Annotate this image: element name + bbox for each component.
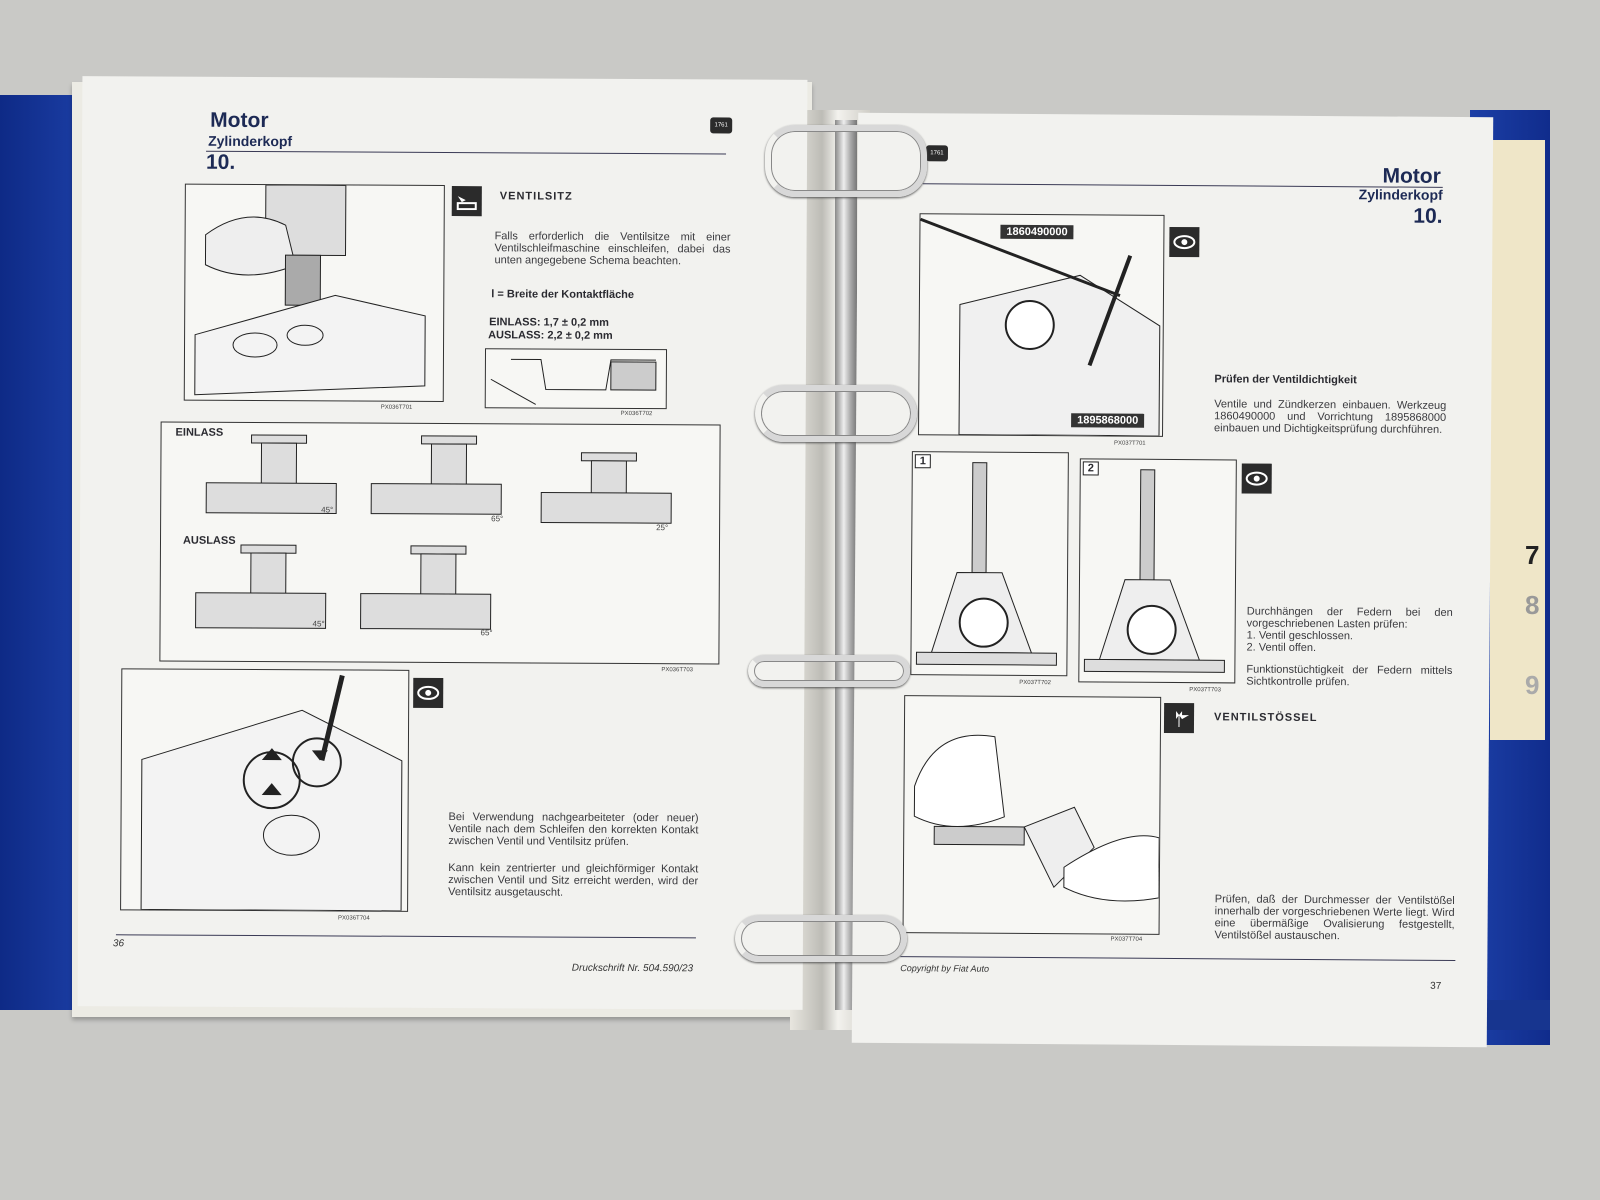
section-heading-ventilstoessel: VENTILSTÖSSEL xyxy=(1214,711,1318,725)
binder-ring xyxy=(735,915,907,962)
einlass-spec: EINLASS: 1,7 ± 0,2 mm xyxy=(489,316,609,329)
figure-valve-seat-grinding xyxy=(183,183,445,403)
binder-ring xyxy=(748,655,910,687)
right-page: 1761 Motor Zylinderkopf 10. 1860490000 1… xyxy=(851,112,1494,1048)
header-rule xyxy=(206,150,727,155)
figure-code: PX036T704 xyxy=(338,915,370,922)
figure-number: 2 xyxy=(1082,461,1099,476)
chapter-number: 10. xyxy=(205,150,236,174)
spring-test-text: Durchhängen der Federn bei den vorgeschr… xyxy=(1246,605,1453,631)
engine-badge-icon: 1761 xyxy=(710,117,733,134)
spring-test-item: 1. Ventil geschlossen. xyxy=(1246,629,1354,643)
inspection-text: Bei Verwendung nachgearbeiteter (oder ne… xyxy=(448,811,699,848)
angle-label: 65° xyxy=(480,628,493,638)
grinder-illustration xyxy=(194,184,426,396)
figure-grinding-angles: EINLASS AUSLASS 45° 65° 25° 45° 65° xyxy=(159,421,721,665)
footer-rule xyxy=(900,956,1456,961)
figure-spring-test-closed: 1 xyxy=(910,451,1069,677)
eye-inspection-icon xyxy=(1169,226,1200,258)
angle-label: 45° xyxy=(321,505,334,515)
page-number: 37 xyxy=(1430,980,1442,992)
figure-code: PX037T702 xyxy=(1019,679,1052,687)
figure-number: 1 xyxy=(914,454,931,469)
figure-code: PX036T702 xyxy=(620,410,653,418)
spring-visual-check-text: Funktionstüchtigkeit der Federn mittels … xyxy=(1246,663,1453,689)
leak-test-heading: Prüfen der Ventildichtigkeit xyxy=(1214,373,1357,387)
figure-code: PX037T703 xyxy=(1189,687,1221,694)
figure-code: PX037T704 xyxy=(1110,936,1143,943)
angle-label: 25° xyxy=(656,523,669,533)
copyright: Copyright by Fiat Auto xyxy=(900,963,990,974)
divider-tabs xyxy=(1490,140,1545,740)
figure-contact-width xyxy=(484,348,668,410)
left-page: Motor Zylinderkopf 10. 1761 PX036T701 VE… xyxy=(77,76,808,1010)
tappet-text: Prüfen, daß der Durchmesser der Ventilst… xyxy=(1214,893,1455,943)
valve-seat-diagrams xyxy=(195,434,672,630)
auslass-spec: AUSLASS: 2,2 ± 0,2 mm xyxy=(488,329,613,342)
ventilsitz-text: Falls erforderlich die Ventilsitze mit e… xyxy=(494,230,731,268)
figure-code: PX036T701 xyxy=(380,404,413,411)
footer-rule xyxy=(115,934,696,939)
binder-ring xyxy=(755,385,917,442)
eye-inspection-icon xyxy=(1241,463,1272,494)
tab-9[interactable]: 9 xyxy=(1525,670,1540,700)
contact-width-definition: l = Breite der Kontaktfläche xyxy=(491,288,635,301)
figure-spring-test-open: 2 xyxy=(1078,458,1237,684)
badge-label: 1761 xyxy=(714,122,728,129)
page-title: Motor xyxy=(210,108,269,133)
inspection-text-2: Kann kein zentrierter und gleichförmiger… xyxy=(448,862,699,899)
section-heading-ventilsitz: VENTILSITZ xyxy=(499,190,573,203)
figure-code: PX037T701 xyxy=(1113,440,1146,447)
binder-ring xyxy=(765,125,927,197)
figure-code: PX036T703 xyxy=(661,667,694,674)
publication-number: Druckschrift Nr. 504.590/23 xyxy=(571,962,694,975)
grinding-tool-icon xyxy=(451,186,482,217)
figure-contact-check xyxy=(120,668,410,912)
engine-badge-icon: 1761 xyxy=(925,145,949,162)
angle-label: 45° xyxy=(312,619,325,629)
figure-leak-test: 1860490000 1895868000 xyxy=(918,213,1165,437)
tool-tag: 1895868000 xyxy=(1071,413,1145,428)
badge-label: 1761 xyxy=(930,150,944,157)
chapter-number: 10. xyxy=(1413,204,1443,228)
page-subtitle: Zylinderkopf xyxy=(208,132,293,150)
tab-7[interactable]: 7 xyxy=(1525,540,1540,570)
leak-test-text: Ventile und Zündkerzen einbauen. Werkzeu… xyxy=(1214,398,1447,436)
page-subtitle: Zylinderkopf xyxy=(1358,186,1443,203)
angle-label: 65° xyxy=(491,514,504,524)
page-title: Motor xyxy=(1382,164,1441,188)
figure-tappet-measurement xyxy=(902,695,1162,935)
header-rule xyxy=(922,183,1443,188)
eye-inspection-icon xyxy=(413,677,444,709)
measurement-icon xyxy=(1163,702,1195,734)
tool-tag: 1860490000 xyxy=(1000,224,1074,240)
page-number: 36 xyxy=(112,938,125,950)
ring-rail xyxy=(835,120,857,1010)
spring-test-item: 2. Ventil offen. xyxy=(1246,641,1317,655)
tab-8[interactable]: 8 xyxy=(1525,590,1540,620)
